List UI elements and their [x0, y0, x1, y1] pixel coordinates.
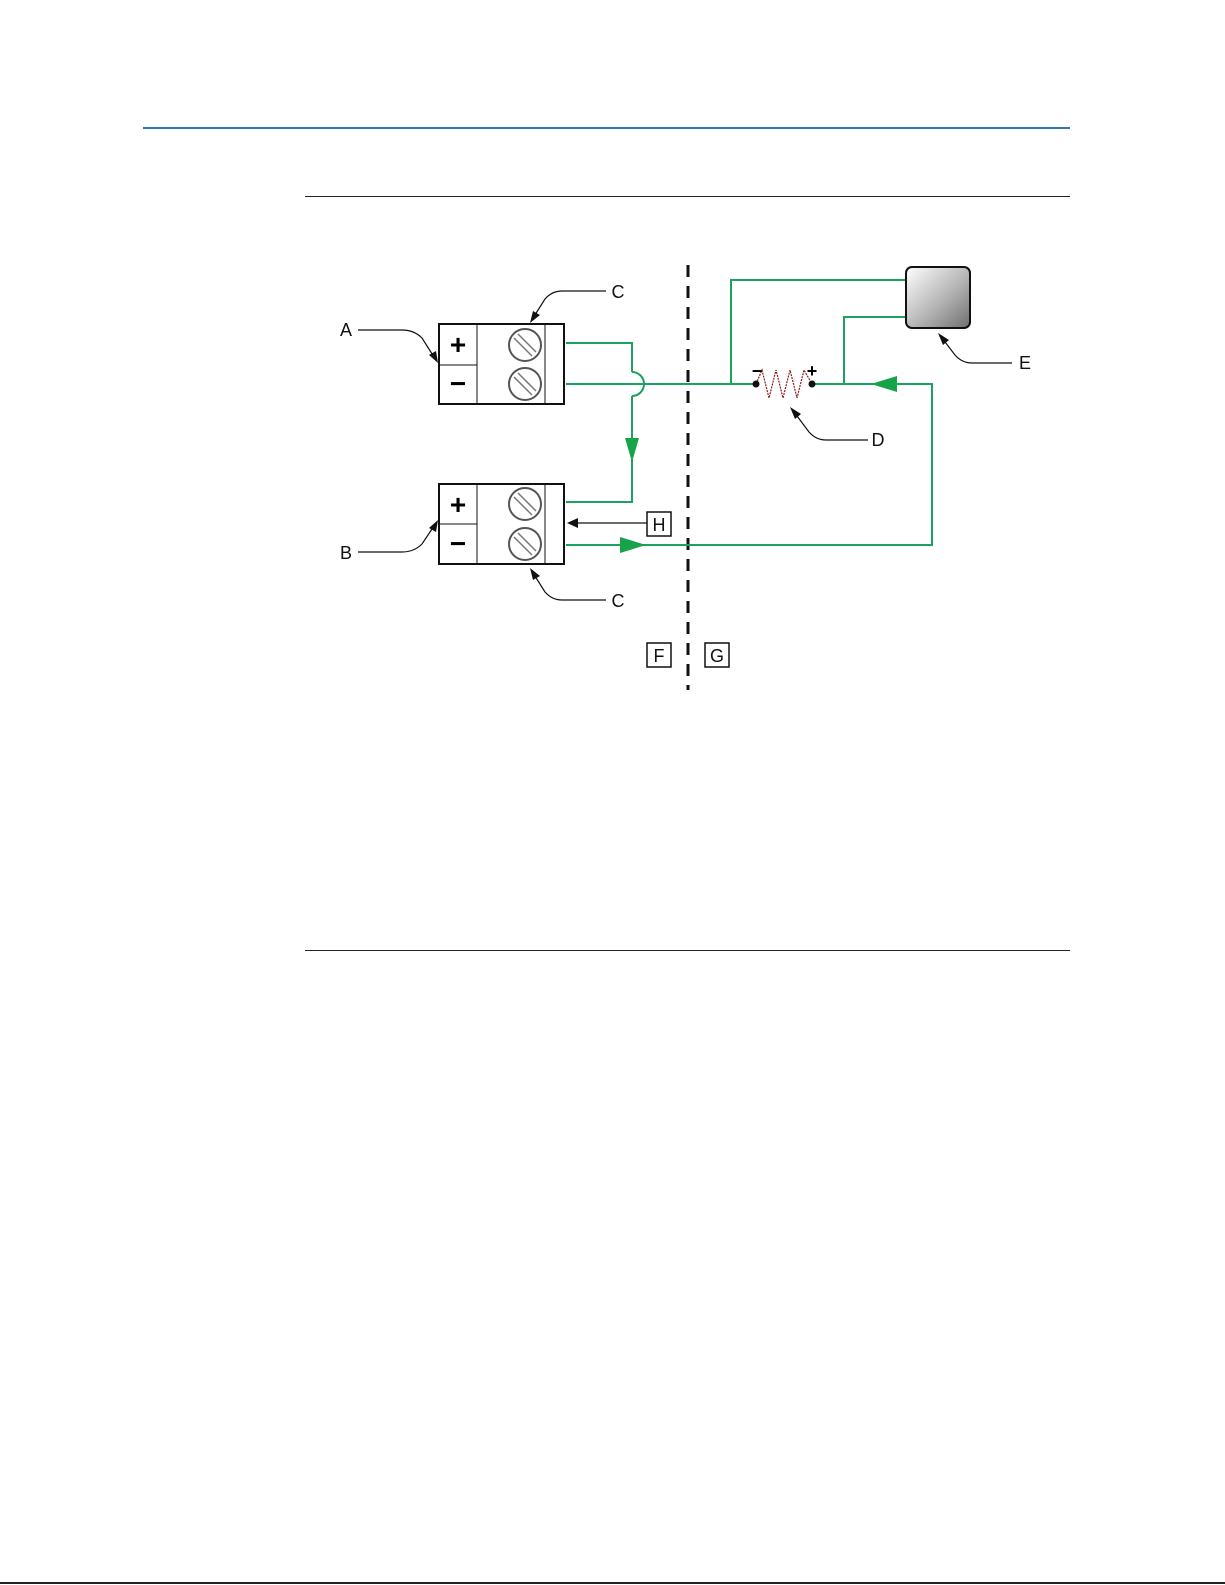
screw-icon	[509, 488, 541, 520]
callout-f: F	[654, 646, 665, 666]
leader-b	[358, 526, 434, 552]
wire-resistor-to-return	[566, 384, 932, 545]
arrowhead-h	[567, 518, 578, 528]
resistor-plus-sign: +	[807, 361, 818, 381]
wiring	[566, 280, 932, 545]
callout-c-bottom: C	[612, 591, 625, 611]
callout-e: E	[1019, 353, 1031, 373]
terminal-a-minus-sign: −	[450, 368, 466, 399]
resistor-zigzag	[756, 370, 812, 398]
current-arrow-down	[625, 438, 639, 462]
screw-icon	[509, 528, 541, 560]
leader-c-top	[533, 291, 606, 318]
resistor-minus-sign: −	[752, 361, 763, 381]
callout-d: D	[872, 430, 885, 450]
resistor-minus-node	[753, 381, 760, 388]
wire-a-plus-to-b-plus	[566, 343, 632, 502]
arrowhead-a	[429, 351, 438, 363]
callout-g: G	[710, 646, 724, 666]
arrowhead-c-top	[530, 311, 540, 323]
arrowhead-d	[790, 407, 801, 419]
terminal-b-plus-sign: +	[450, 489, 466, 520]
arrowhead-b	[429, 520, 438, 532]
device-box-e	[906, 267, 970, 328]
leader-e	[942, 338, 1012, 363]
current-arrow-right	[620, 537, 646, 553]
callout-b: B	[340, 543, 352, 563]
terminal-block-b: + −	[439, 484, 564, 564]
arrowhead-e	[938, 333, 949, 345]
callout-c-top: C	[612, 282, 625, 302]
current-arrow-left	[871, 376, 897, 392]
terminal-b-minus-sign: −	[450, 528, 466, 559]
leader-a	[358, 330, 434, 357]
leader-d	[794, 412, 868, 440]
callout-a: A	[340, 320, 352, 340]
resistor-d: − +	[752, 361, 818, 398]
resistor-plus-node	[809, 381, 816, 388]
leader-c-bottom	[533, 573, 606, 600]
wire-resistor-plus-to-box-e	[844, 317, 906, 384]
terminal-block-a: + −	[439, 324, 564, 404]
terminal-a-plus-sign: +	[450, 329, 466, 360]
screw-icon	[509, 329, 541, 361]
screw-icon	[509, 368, 541, 400]
arrowhead-c-bottom	[530, 568, 540, 580]
callout-h: H	[653, 515, 666, 535]
